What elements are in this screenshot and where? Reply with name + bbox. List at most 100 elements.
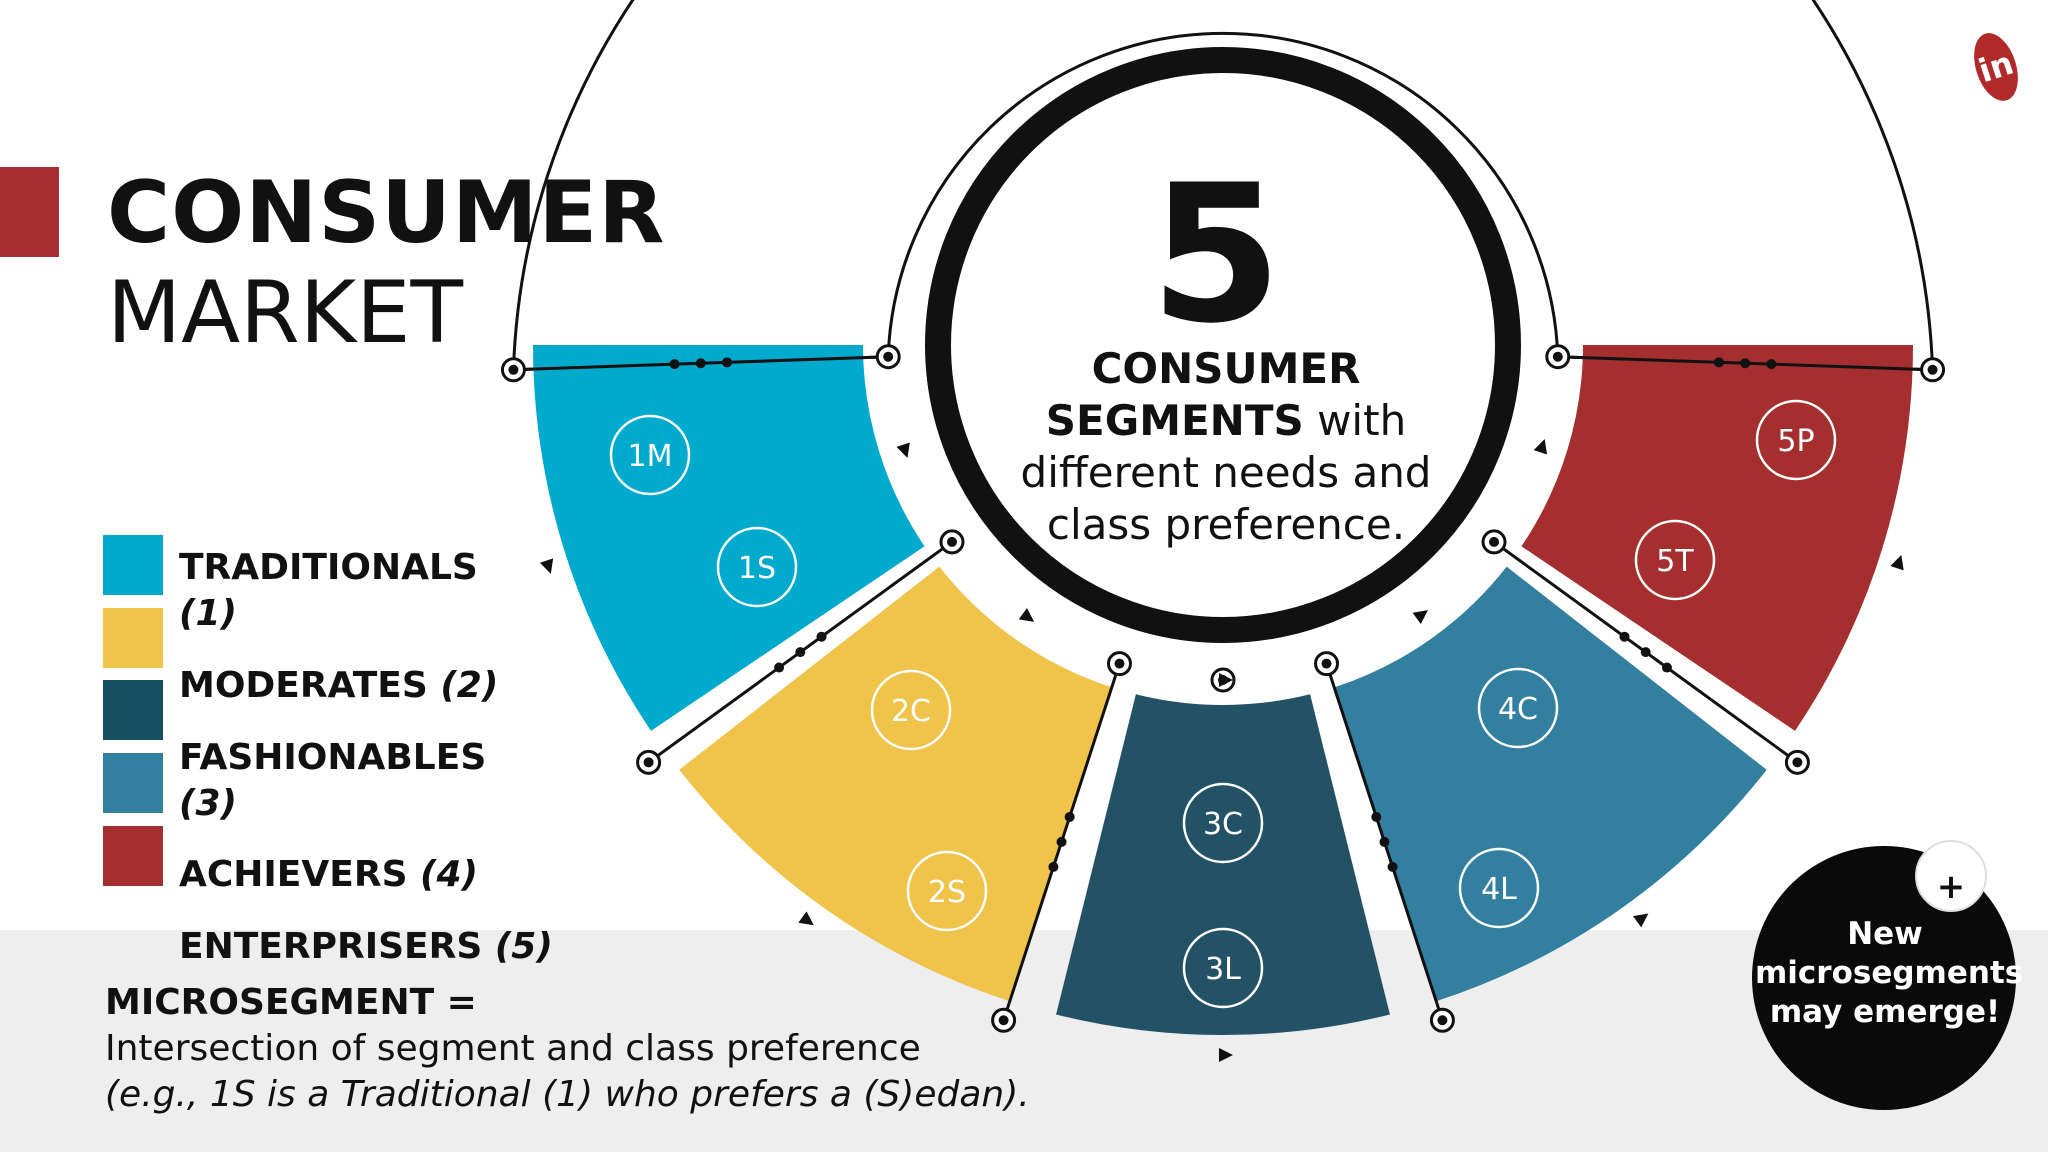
code-badge-label: 5T: [1656, 544, 1694, 579]
legend-label-traditionals: TRADITIONALS (1): [179, 545, 479, 637]
node-dot-core: [1321, 658, 1332, 669]
badge-line: may emerge!: [1769, 994, 2001, 1030]
ellipsis-dot: [1713, 357, 1724, 368]
legend-label-achievers: ACHIEVERS (4): [179, 852, 478, 898]
title-accent-bar: [0, 167, 59, 257]
outer-orbit-line: [511, 0, 1935, 370]
ellipsis-dot: [816, 631, 827, 642]
ellipsis-dot: [1766, 359, 1777, 370]
code-badge-label: 4C: [1498, 692, 1538, 727]
node-dot-core: [1489, 536, 1500, 547]
segment-wedge-1: [533, 345, 925, 731]
node-dot-core: [998, 1015, 1009, 1026]
title-line-1: CONSUMER: [107, 163, 666, 263]
orbit-arrow: [896, 442, 910, 459]
segment-wedge-3: [1056, 694, 1390, 1035]
node-dot-core: [883, 351, 894, 362]
new-microsegments-badge-text: New microsegments may emerge!: [1755, 915, 2024, 1032]
code-badge-ring: [1477, 667, 1559, 749]
code-badge-label: 2S: [928, 875, 966, 910]
legend-swatch-enterprisers: [103, 826, 163, 886]
ellipsis-dot: [1056, 836, 1067, 847]
ellipsis-dot: [1640, 647, 1651, 658]
ellipsis-dot: [1661, 662, 1672, 673]
ellipsis-dot: [1619, 631, 1630, 642]
ellipsis-dot: [1064, 811, 1075, 822]
orbit-arrow: [1632, 913, 1649, 928]
legend-name: ENTERPRISERS: [179, 926, 483, 967]
code-badge-label: 4L: [1481, 872, 1517, 907]
plus-badge-circle: [1915, 840, 1987, 912]
code-badge-label: 3L: [1205, 952, 1241, 987]
code-badge-ring: [906, 850, 988, 932]
page-title: CONSUMER MARKET: [107, 170, 666, 356]
node-dot-core: [1792, 757, 1803, 768]
code-badge-ring: [870, 669, 952, 751]
orbit-arrow: [1412, 610, 1428, 625]
center-rest-text: with different needs and class preferenc…: [1020, 396, 1432, 549]
orbit-arrow: [1219, 1048, 1233, 1062]
legend-number: (2): [440, 665, 499, 706]
segment-wedge-2: [679, 566, 1112, 1002]
legend-name: TRADITIONALS: [179, 547, 478, 588]
new-microsegments-badge: [1752, 846, 2016, 1110]
legend-name: FASHIONABLES: [179, 737, 487, 778]
ellipsis-dot: [1740, 358, 1751, 369]
code-badge-label: 5P: [1777, 424, 1814, 459]
microsegment-heading: MICROSEGMENT =: [105, 982, 477, 1023]
legend-swatch-fashionables: [103, 680, 163, 740]
legend-swatch-traditionals: [103, 535, 163, 595]
legend-label-moderates: MODERATES (2): [179, 663, 498, 709]
code-badge-label: 1M: [628, 439, 673, 474]
code-badge-ring: [716, 526, 798, 608]
center-ring: [925, 47, 1521, 643]
legend-number: (5): [494, 926, 553, 967]
code-badge-ring: [1182, 927, 1264, 1009]
node-dot-core: [1114, 658, 1125, 669]
legend-name: ACHIEVERS: [179, 854, 408, 895]
orbit-arrow: [798, 911, 814, 926]
node-dot-core: [508, 364, 519, 375]
legend-name: MODERATES: [179, 665, 428, 706]
orbit-arrow: [1533, 439, 1548, 455]
badge-line: New: [1847, 916, 1923, 952]
segment-wedge-5: [1521, 345, 1913, 731]
orbit-arrow: [1890, 554, 1904, 571]
ellipsis-dot: [1379, 836, 1390, 847]
microsegment-example: (e.g., 1S is a Traditional (1) who prefe…: [105, 1074, 1030, 1115]
node-dot-core: [946, 536, 957, 547]
segment-wedge-4: [1334, 566, 1767, 1002]
code-badge-label: 2C: [891, 694, 931, 729]
orbit-arrow: [539, 558, 554, 574]
badge-line: microsegments: [1755, 955, 2024, 991]
node-dot-core: [643, 757, 654, 768]
node-dot-core: [1437, 1015, 1448, 1026]
microsegment-definition: MICROSEGMENT = Intersection of segment a…: [105, 980, 1030, 1118]
center-number: 5: [1149, 144, 1283, 365]
center-bold-text: CONSUMER SEGMENTS: [1045, 344, 1361, 445]
code-badge-ring: [1458, 847, 1540, 929]
code-badge-ring: [1182, 782, 1264, 864]
legend-swatch-achievers: [103, 753, 163, 813]
orbit-arrow: [1018, 608, 1035, 622]
code-badge-label: 3C: [1203, 807, 1243, 842]
bottom-band: [0, 930, 2048, 1152]
code-badge-ring: [1755, 399, 1837, 481]
ellipsis-dot: [774, 662, 785, 673]
node-dot-core: [1927, 364, 1938, 375]
code-badge-ring: [1634, 519, 1716, 601]
legend-number: (4): [420, 854, 479, 895]
title-line-2: MARKET: [107, 263, 464, 363]
microsegment-body: Intersection of segment and class prefer…: [105, 1028, 921, 1069]
center-description: CONSUMER SEGMENTS with different needs a…: [1006, 343, 1446, 551]
ellipsis-dot: [695, 358, 706, 369]
node-dot-core: [1552, 351, 1563, 362]
ellipsis-dot: [1048, 861, 1059, 872]
legend-number: (3): [179, 783, 237, 824]
legend-swatch-moderates: [103, 608, 163, 668]
orbit-arrow: [1219, 673, 1233, 687]
legend-number: (1): [179, 593, 237, 634]
code-badge-label: 1S: [738, 551, 776, 586]
inner-orbit-line: [886, 31, 1560, 357]
